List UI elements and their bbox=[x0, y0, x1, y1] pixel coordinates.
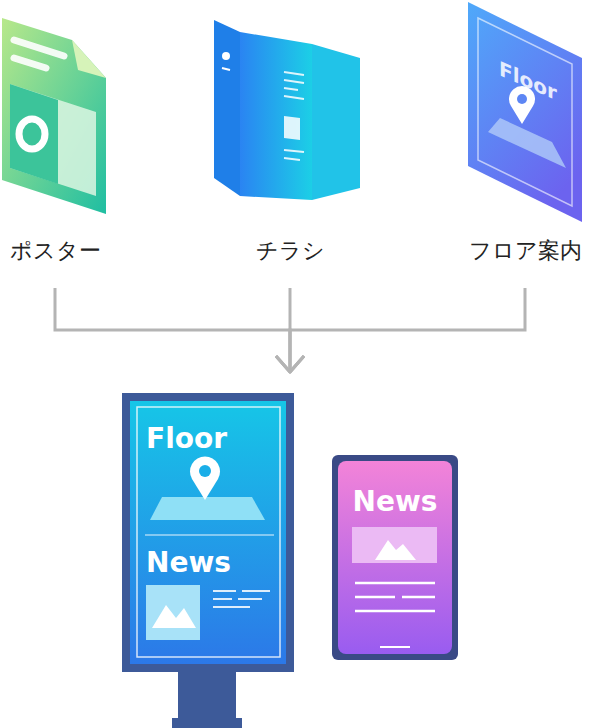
floor-pin-hole bbox=[517, 94, 527, 104]
kiosk-stand bbox=[178, 670, 236, 722]
merge-connector bbox=[276, 288, 525, 372]
kiosk-display: FloorNews bbox=[122, 372, 294, 672]
kiosk-base bbox=[172, 718, 242, 728]
kiosk-text-lines bbox=[213, 591, 270, 607]
brochure-figure bbox=[284, 116, 300, 140]
floor-plate-border bbox=[478, 18, 572, 206]
tablet-mountain bbox=[375, 540, 416, 560]
brochure-line bbox=[222, 68, 230, 70]
media-label: チラシ bbox=[215, 238, 365, 264]
merge-connector bbox=[276, 288, 304, 372]
poster-circle bbox=[19, 119, 45, 149]
tablet-home-bar bbox=[380, 646, 410, 648]
poster-icon bbox=[2, 18, 106, 214]
brochure-lines bbox=[284, 72, 304, 99]
signage-kiosk bbox=[122, 393, 294, 728]
kiosk-screen bbox=[130, 401, 286, 664]
brochure-lines bbox=[284, 150, 304, 160]
kiosk-map bbox=[150, 497, 265, 520]
poster-photo bbox=[10, 84, 96, 196]
poster-fold bbox=[72, 40, 106, 78]
connector-line bbox=[55, 288, 290, 372]
kiosk-pin-hole bbox=[199, 465, 211, 477]
poster-node: ポスター bbox=[0, 0, 110, 288]
brochure-panel bbox=[214, 20, 240, 196]
screen-heading: Floor bbox=[499, 56, 579, 116]
kiosk-pin bbox=[190, 457, 220, 500]
arrow-head bbox=[276, 356, 304, 372]
media-label: ポスター bbox=[0, 238, 110, 264]
signage-tablet bbox=[332, 455, 458, 660]
brochure-icon bbox=[214, 20, 360, 200]
brochure-node: チラシ bbox=[215, 0, 365, 288]
tablet-image bbox=[352, 527, 437, 563]
kiosk-image bbox=[146, 585, 200, 640]
arrow-head bbox=[276, 356, 304, 372]
tablet-display: News bbox=[332, 455, 458, 660]
media-label: フロア案内 bbox=[455, 238, 595, 264]
floor-guide-icon bbox=[468, 2, 582, 222]
connector-line bbox=[290, 288, 525, 372]
floor-guide-node: Floor フロア案内 bbox=[455, 0, 595, 288]
screen-heading: News bbox=[146, 546, 286, 580]
floor-plate bbox=[468, 2, 582, 222]
poster-bar bbox=[14, 40, 64, 56]
brochure-panel bbox=[312, 44, 360, 200]
brochure-panel bbox=[240, 32, 312, 200]
connector-line bbox=[289, 288, 292, 372]
screen-heading: News bbox=[332, 485, 458, 519]
kiosk-frame bbox=[122, 393, 294, 672]
arrow-head bbox=[276, 356, 304, 372]
tablet-frame bbox=[332, 455, 458, 660]
brochure-dot bbox=[222, 52, 230, 60]
poster-bar bbox=[14, 58, 46, 68]
tablet-text-lines bbox=[355, 583, 435, 611]
floor-map bbox=[488, 118, 566, 168]
merge-connector bbox=[55, 288, 304, 372]
kiosk-divider bbox=[145, 534, 274, 536]
poster-photo-half bbox=[10, 84, 58, 184]
poster-sheet bbox=[2, 18, 106, 214]
kiosk-mountain bbox=[152, 605, 196, 628]
screen-heading: Floor bbox=[146, 422, 286, 456]
